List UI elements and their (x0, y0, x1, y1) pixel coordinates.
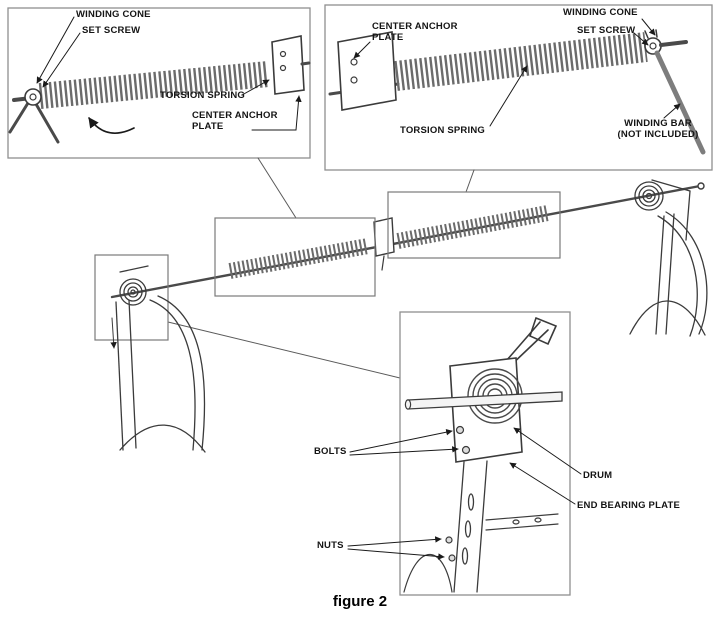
label-center-anchor-plate-left: CENTER ANCHOR PLATE (192, 110, 278, 132)
bolt-drawing (455, 425, 465, 435)
callout-box-left-drum (94, 254, 169, 341)
torsion-spring-drawing (394, 32, 648, 91)
label-drum: DRUM (583, 470, 613, 481)
label-set-screw-right: SET SCREW (577, 25, 636, 36)
left-drum-assembly-drawing (110, 265, 206, 453)
winding-bar-drawing (8, 101, 30, 134)
center-anchor-plate-drawing (373, 217, 395, 257)
label-line: PLATE (192, 121, 224, 132)
label-torsion-spring-left: TORSION SPRING (160, 90, 245, 101)
winding-bar-drawing (34, 102, 60, 144)
horizontal-angle-drawing (403, 513, 559, 593)
leader-lines (347, 427, 582, 560)
label-line: WINDING BAR (624, 118, 692, 129)
rotation-arrow (88, 117, 135, 134)
callout-box-right-spring (387, 191, 561, 259)
inset-frame (7, 7, 311, 159)
callout-connector (257, 157, 297, 219)
torsion-spring-drawing (396, 205, 550, 249)
center-anchor-plate-drawing (337, 31, 397, 111)
figure-caption: figure 2 (332, 593, 388, 610)
center-anchor-plate-drawing (271, 35, 305, 95)
nut-drawing (445, 536, 453, 544)
main-assembly-drawing (94, 157, 708, 453)
label-winding-cone-left: WINDING CONE (76, 9, 151, 20)
label-bolts: BOLTS (314, 446, 347, 457)
label-nuts: NUTS (317, 540, 344, 551)
inset-top-left-drawing (7, 7, 311, 159)
right-drum-assembly-drawing (629, 179, 708, 337)
label-line: CENTER ANCHOR (192, 110, 278, 121)
label-end-bearing-plate: END BEARING PLATE (577, 500, 680, 511)
callout-box-left-spring (214, 217, 376, 297)
inset-top-right-drawing (324, 4, 713, 171)
nut-drawing (448, 554, 456, 562)
callout-connector (167, 321, 401, 379)
label-center-anchor-plate-right: CENTER ANCHOR PLATE (372, 21, 458, 43)
vertical-angle-drawing (453, 460, 488, 593)
label-line: CENTER ANCHOR (372, 21, 458, 32)
label-line: (NOT INCLUDED) (617, 129, 699, 140)
torsion-shaft-drawing (110, 184, 702, 299)
leader-lines (36, 16, 302, 131)
inset-bottom-drawing (347, 311, 582, 596)
label-winding-bar: WINDING BAR (NOT INCLUDED) (608, 118, 708, 140)
label-torsion-spring-right: TORSION SPRING (400, 125, 485, 136)
winding-cone-drawing (24, 88, 42, 106)
torsion-spring-drawing (228, 238, 370, 279)
bolt-drawing (461, 445, 471, 455)
label-winding-cone-right: WINDING CONE (563, 7, 638, 18)
label-line: PLATE (372, 32, 404, 43)
torsion-spring-drawing (38, 61, 270, 109)
callout-connector (465, 169, 475, 193)
leader-lines (353, 18, 681, 127)
winding-bar-drawing (654, 50, 706, 155)
label-set-screw-left: SET SCREW (82, 25, 141, 36)
